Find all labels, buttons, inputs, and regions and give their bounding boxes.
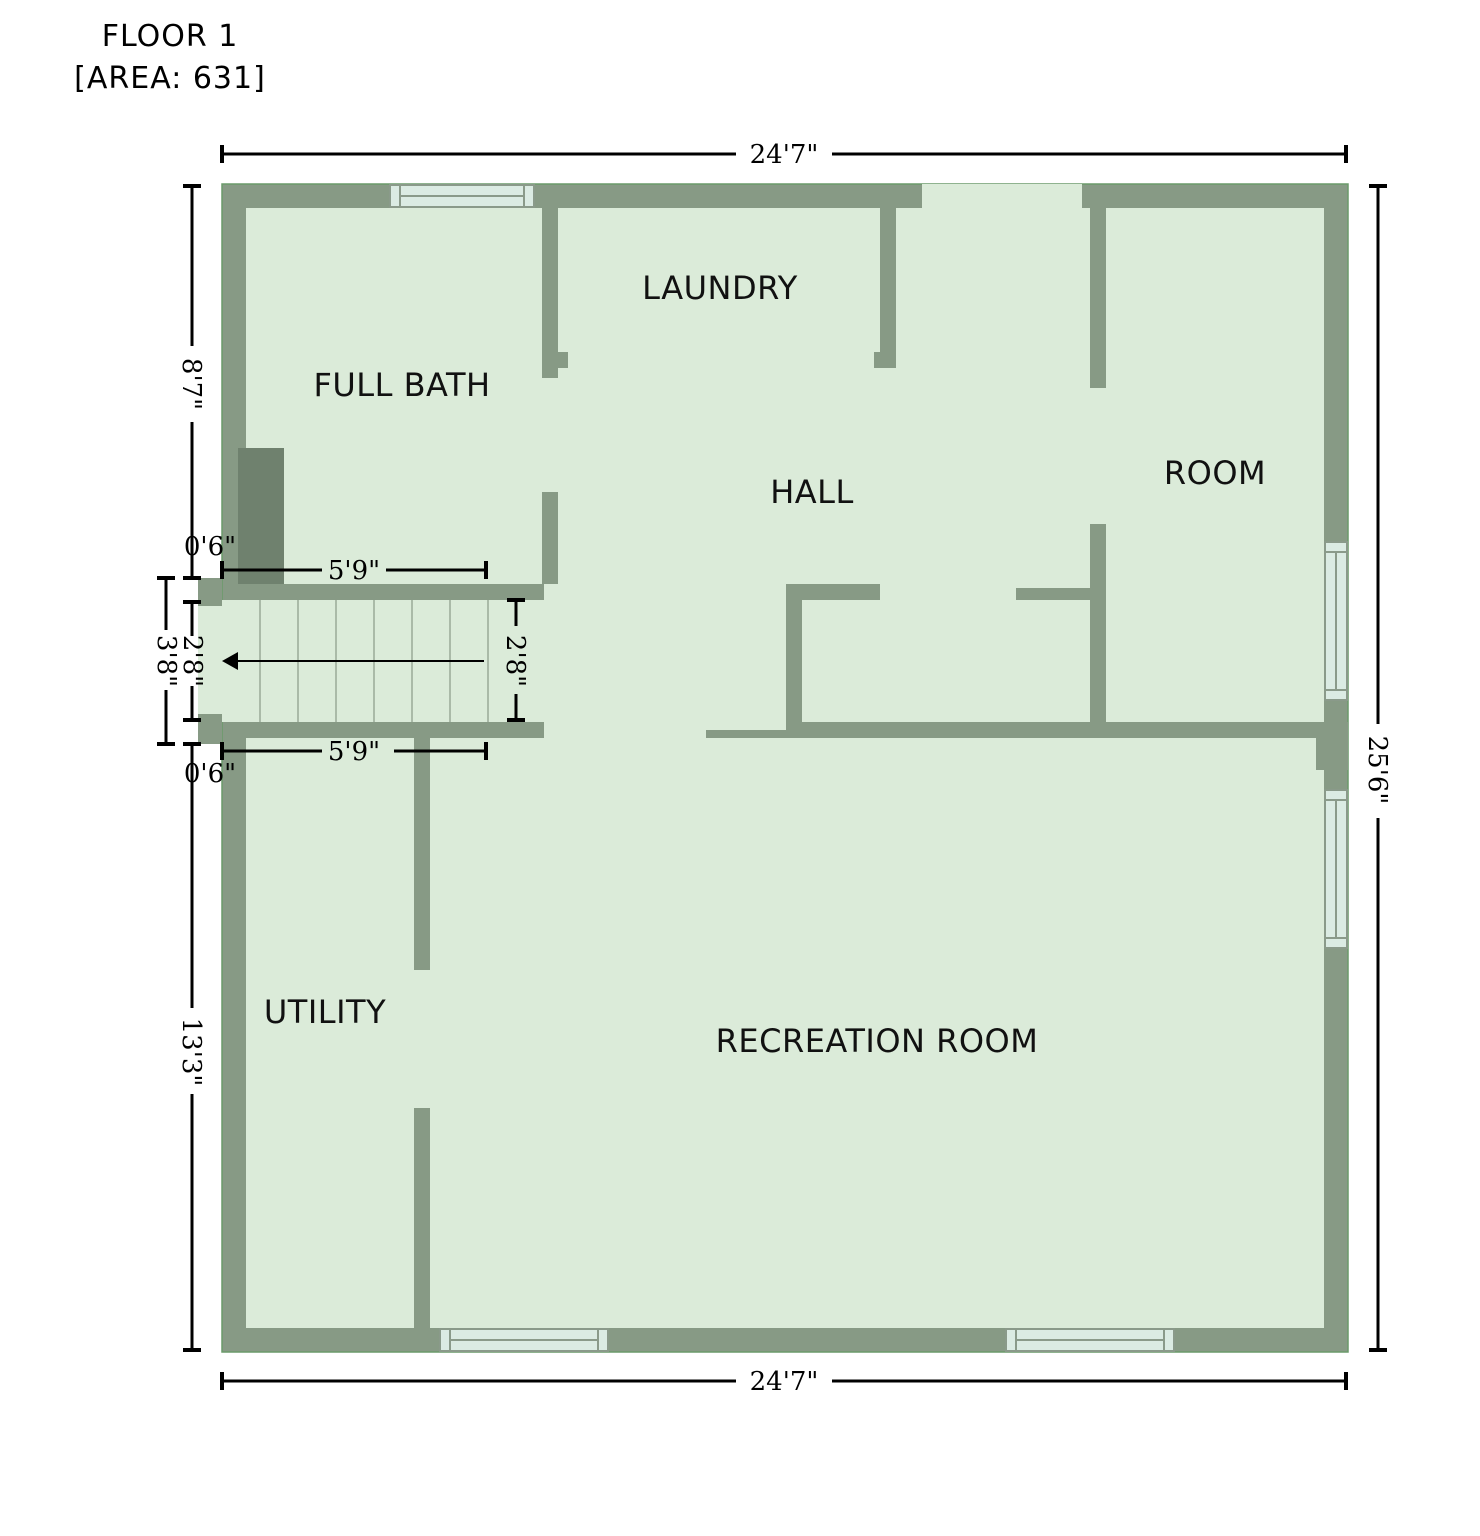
dimension-top-label: 24'7" [750, 140, 819, 170]
full-bath-floor [246, 208, 542, 584]
window-top-left [389, 184, 535, 208]
window-bottom-right [1005, 1328, 1175, 1352]
room-door-opening [1090, 388, 1106, 524]
plan-header: FLOOR 1 [AREA: 631] [40, 16, 300, 100]
dimension-stair-outer [157, 576, 175, 746]
room-label-recreation-room: RECREATION ROOM [716, 1022, 1039, 1060]
room-label-room: ROOM [1164, 454, 1266, 492]
top-door-opening [922, 184, 1082, 208]
stair-lower-offset-label: 0'6" [184, 759, 236, 789]
stair-outer-width-label: 3'8" [151, 635, 181, 687]
dimension-stair-top [220, 561, 488, 579]
bath-door-opening [542, 378, 558, 492]
dimension-right-label: 25'6" [1362, 736, 1392, 805]
stair-left-opening [198, 606, 222, 714]
room-floor [1106, 208, 1324, 722]
closet-door-opening [880, 584, 1016, 600]
right-wall-column [1316, 722, 1348, 770]
hall-floor-lower [544, 584, 786, 730]
dimension-left-upper-label: 8'7" [176, 358, 206, 410]
stair-upper-offset-label: 0'6" [184, 532, 236, 562]
hall-rec-opening [544, 722, 706, 738]
room-label-full-bath: FULL BATH [313, 366, 490, 404]
dimension-left-upper: 8'7" [176, 184, 206, 578]
stair-top-length-label: 5'9" [328, 556, 380, 586]
dimension-top: 24'7" [220, 140, 1348, 170]
window-right-rec [1324, 789, 1348, 949]
dimension-left-lower-label: 13'3" [176, 1018, 206, 1087]
utility-door-opening [414, 970, 430, 1108]
dimension-stair-bottom [220, 742, 488, 760]
window-bottom-left [439, 1328, 609, 1352]
window-right-room [1324, 541, 1348, 701]
stair-right-width-label: 2'8" [500, 635, 530, 687]
bath-corner-column [238, 448, 284, 584]
stair-offset-marks [183, 576, 201, 746]
floor-title: FLOOR 1 [101, 19, 239, 54]
room-label-utility: UTILITY [264, 993, 386, 1031]
room-label-hall: HALL [770, 473, 854, 511]
dimension-left-lower: 13'3" [176, 746, 206, 1352]
bath-notch [246, 208, 284, 448]
laundry-door-opening [568, 352, 874, 368]
stair-wall-top [198, 578, 222, 606]
dimension-bottom: 24'7" [220, 1367, 1348, 1397]
stair-inner-width-label: 2'8" [177, 635, 207, 687]
room-label-laundry: LAUNDRY [642, 269, 798, 307]
stair-bottom-length-label: 5'9" [328, 737, 380, 767]
stair-wall-bottom [198, 714, 222, 744]
recreation-floor [430, 738, 1324, 1328]
dimension-stair-right [507, 598, 525, 722]
utility-floor [246, 738, 414, 1328]
floor-area: [AREA: 631] [74, 61, 266, 96]
closet-floor [802, 600, 1090, 722]
stair-arrow-head [222, 652, 238, 670]
hall-floor-main [558, 368, 1090, 584]
laundry-floor [558, 208, 880, 352]
dimension-bottom-label: 24'7" [750, 1367, 819, 1397]
dimension-right: 25'6" [1362, 184, 1392, 1352]
